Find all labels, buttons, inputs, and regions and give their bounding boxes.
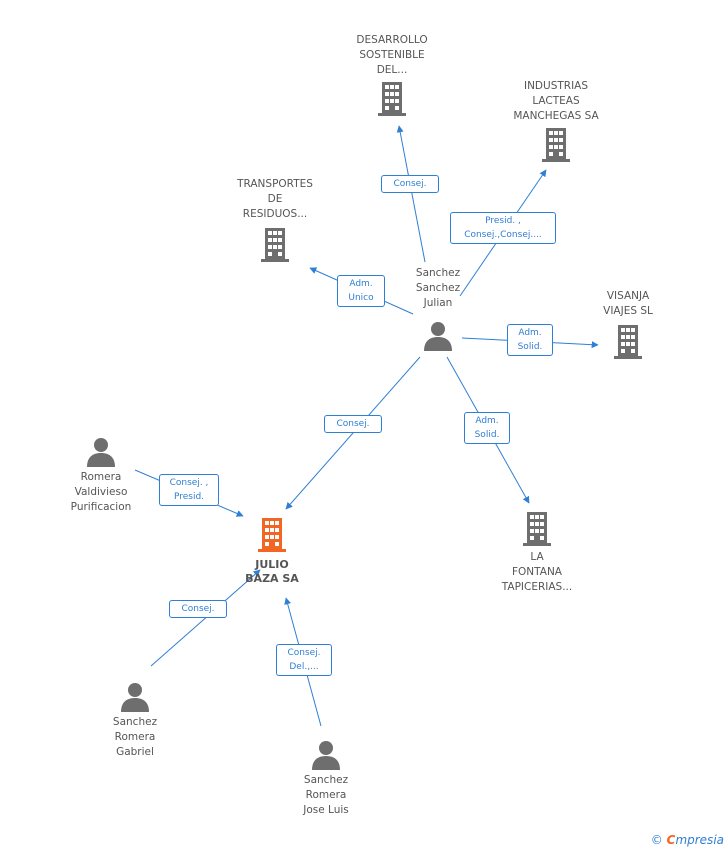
person-label: Sanchez Romera Jose Luis xyxy=(303,774,349,816)
relation-label-purificacion-center[interactable]: Consej. , Presid. xyxy=(159,474,219,506)
relation-label-julian-industrias[interactable]: Presid. , Consej.,Consej.... xyxy=(450,212,556,244)
brand-footer: © Cmpresia xyxy=(651,833,724,847)
relation-label-gabriel-center[interactable]: Consej. xyxy=(169,600,227,618)
edge-gabriel-center xyxy=(150,569,261,667)
person-node-gabriel[interactable]: Sanchez Romera Gabriel xyxy=(92,682,178,760)
center-company-label: JULIO BAZA SA xyxy=(245,558,299,585)
copyright-symbol: © xyxy=(650,833,663,847)
person-label: Sanchez Sanchez Julian xyxy=(415,267,461,309)
company-label: DESARROLLO SOSTENIBLE DEL... xyxy=(356,34,428,76)
brand-logo-initial: C xyxy=(666,833,676,847)
edge-julian-desarrollo xyxy=(396,125,426,263)
company-label: TRANSPORTES DE RESIDUOS... xyxy=(237,178,313,220)
relation-label-julian-fontana[interactable]: Adm. Solid. xyxy=(464,412,510,444)
relation-label-julian-center[interactable]: Consej. xyxy=(324,415,382,433)
relation-label-julian-visanja[interactable]: Adm. Solid. xyxy=(507,324,553,356)
company-node-transportes[interactable]: TRANSPORTES DE RESIDUOS... xyxy=(222,177,328,262)
person-icon xyxy=(424,322,452,351)
person-label: Sanchez Romera Gabriel xyxy=(112,716,158,758)
relation-label-julian-desarrollo[interactable]: Consej. xyxy=(381,175,439,193)
person-node-joseluis[interactable]: Sanchez Romera Jose Luis xyxy=(283,740,369,818)
relation-label-julian-transportes[interactable]: Adm. Unico xyxy=(337,275,385,307)
company-label: LA FONTANA TAPICERIAS... xyxy=(501,551,573,593)
person-icon xyxy=(312,741,340,770)
company-node-desarrollo[interactable]: DESARROLLO SOSTENIBLE DEL... xyxy=(342,33,442,116)
building-icon xyxy=(614,325,642,359)
center-company-node[interactable]: JULIO BAZA SA xyxy=(232,518,312,586)
person-node-julian[interactable]: Sanchez Sanchez Julian xyxy=(395,266,481,351)
person-icon xyxy=(87,438,115,467)
company-node-visanja[interactable]: VISANJA VIAJES SL xyxy=(580,289,676,359)
person-node-purificacion[interactable]: Romera Valdivieso Purificacion xyxy=(55,437,147,515)
relation-label-joseluis-center[interactable]: Consej. Del.,... xyxy=(276,644,332,676)
building-icon xyxy=(378,82,406,116)
company-node-fontana[interactable]: LA FONTANA TAPICERIAS... xyxy=(487,512,587,595)
edge-julian-center xyxy=(285,356,421,510)
person-icon xyxy=(121,683,149,712)
company-node-industrias[interactable]: INDUSTRIAS LACTEAS MANCHEGAS SA xyxy=(501,79,611,162)
person-label: Romera Valdivieso Purificacion xyxy=(70,471,132,513)
building-icon xyxy=(523,512,551,546)
building-icon xyxy=(542,128,570,162)
company-label: VISANJA VIAJES SL xyxy=(603,290,653,317)
company-label: INDUSTRIAS LACTEAS MANCHEGAS SA xyxy=(513,80,599,122)
building-icon xyxy=(258,518,286,552)
building-icon xyxy=(261,228,289,262)
brand-logo-text: mpresia xyxy=(675,833,724,847)
